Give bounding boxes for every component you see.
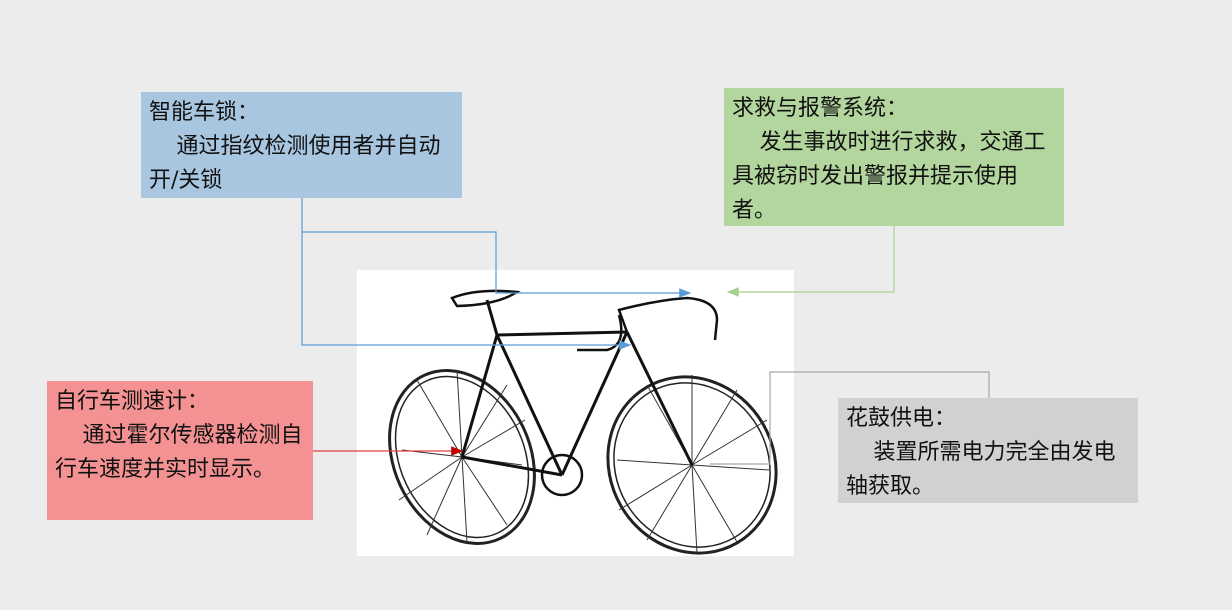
callout-speedometer: 自行车测速计： 通过霍尔传感器检测自行车速度并实时显示。 — [47, 381, 313, 520]
callout-title: 求救与报警系统： — [732, 96, 909, 121]
callout-alarm-system: 求救与报警系统： 发生事故时进行求救，交通工具被窃时发出警报并提示使用者。 — [724, 88, 1064, 226]
bicycle-illustration — [357, 270, 794, 556]
callout-body: 通过霍尔传感器检测自行车速度并实时显示。 — [55, 423, 303, 482]
alarm-connector — [726, 226, 895, 297]
power-connector — [710, 371, 990, 465]
callout-title: 智能车锁： — [149, 100, 260, 125]
callout-title: 自行车测速计： — [55, 389, 210, 414]
lock-connector-handlebar — [301, 232, 632, 350]
callout-body: 装置所需电力完全由发电轴获取。 — [846, 440, 1116, 499]
callout-hub-power: 花鼓供电： 装置所需电力完全由发电轴获取。 — [838, 398, 1138, 503]
callout-title: 花鼓供电： — [846, 406, 957, 431]
callout-body: 通过指纹检测使用者并自动开/关锁 — [149, 134, 441, 193]
bicycle-icon — [388, 289, 778, 555]
callout-body: 发生事故时进行求救，交通工具被窃时发出警报并提示使用者。 — [732, 130, 1046, 223]
callout-smart-lock: 智能车锁： 通过指纹检测使用者并自动开/关锁 — [141, 92, 462, 198]
lock-connector-saddle — [301, 198, 692, 298]
